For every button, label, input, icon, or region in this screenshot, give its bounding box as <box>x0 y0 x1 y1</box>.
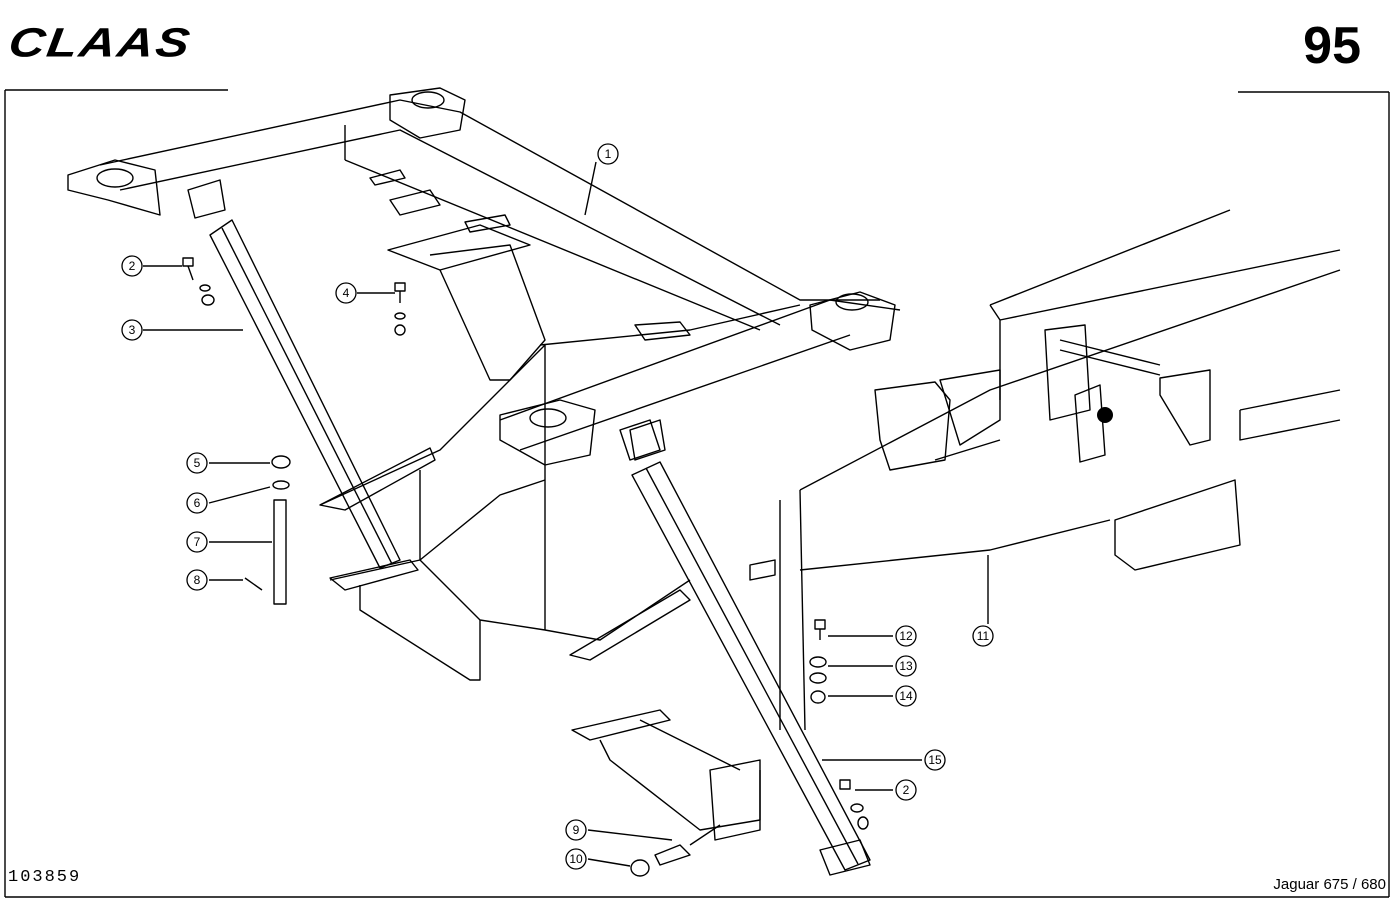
page-number: 95 <box>1303 17 1361 75</box>
callout-1: 1 <box>597 143 619 165</box>
callout-label: 12 <box>899 629 913 643</box>
bolt-icon <box>182 257 194 267</box>
callout-2-bottom: 2 <box>895 779 917 801</box>
callout-5: 5 <box>186 452 208 474</box>
leader-lines <box>143 161 989 867</box>
callout-15: 15 <box>924 749 946 771</box>
callout-label: 8 <box>194 573 201 587</box>
callout-8: 8 <box>186 569 208 591</box>
callout-label: 11 <box>977 629 990 643</box>
callout-11: 11 <box>972 625 994 647</box>
callout-label: 1 <box>605 147 612 161</box>
callout-label: 14 <box>899 689 913 703</box>
callout-label: 2 <box>903 783 910 797</box>
drawing-id: 103859 <box>8 868 82 887</box>
callout-label: 15 <box>928 753 942 767</box>
callout-2-top: 2 <box>121 255 143 277</box>
callout-14: 14 <box>895 685 917 707</box>
callout-label: 4 <box>343 286 350 300</box>
callout-7: 7 <box>186 531 208 553</box>
callout-10: 10 <box>565 848 587 870</box>
callout-label: 3 <box>129 323 136 337</box>
frame-structure <box>67 87 1341 876</box>
callout-label: 2 <box>129 259 136 273</box>
callout-9: 9 <box>565 819 587 841</box>
callout-label: 9 <box>573 823 580 837</box>
callout-6: 6 <box>186 492 208 514</box>
callout-label: 7 <box>194 535 201 549</box>
callout-13: 13 <box>895 655 917 677</box>
model-label: Jaguar 675 / 680 <box>1273 876 1386 893</box>
page-border <box>4 89 1390 898</box>
callout-4: 4 <box>335 282 357 304</box>
callout-label: 5 <box>194 456 201 470</box>
hardware-parts <box>182 257 869 877</box>
callout-label: 6 <box>194 496 201 510</box>
callout-12: 12 <box>895 625 917 647</box>
callout-label: 10 <box>569 852 583 866</box>
callout-3: 3 <box>121 319 143 341</box>
callout-label: 13 <box>899 659 913 673</box>
